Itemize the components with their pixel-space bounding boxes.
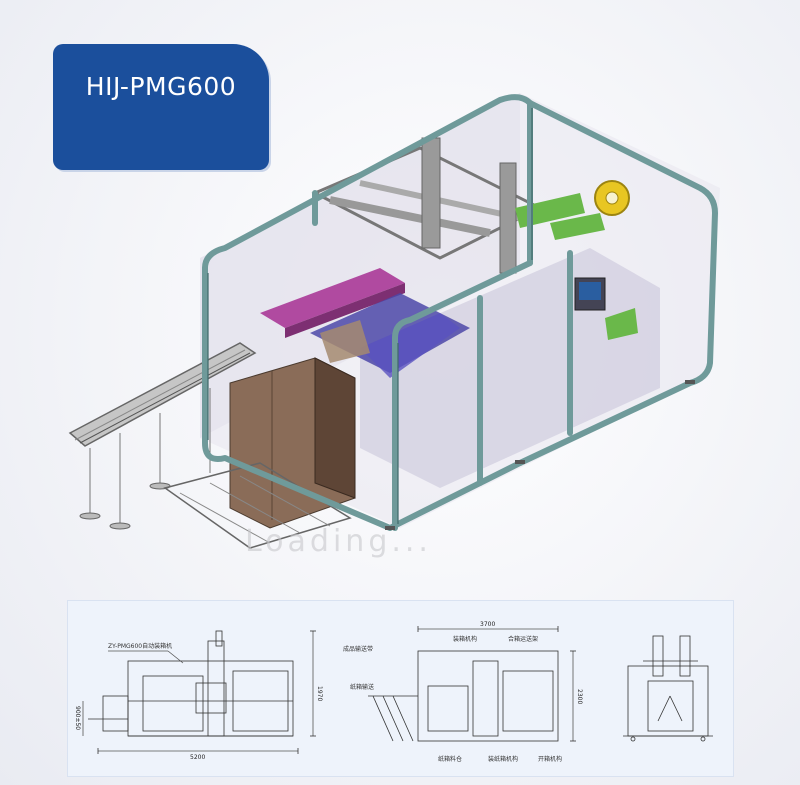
top-view-label: 装箱机构 [453,635,477,643]
top-view-drawing [368,626,576,742]
side-view-drawing [623,635,713,742]
front-view-drawing [82,630,316,754]
front-view-width-dim: 5200 [190,754,205,761]
loading-watermark: Loading... [0,524,800,564]
front-view-side-dim: 900±50 [74,706,81,730]
vertical-actuator [421,137,441,249]
top-view-label: 纸箱料仓 [438,755,462,763]
teal-frame [202,94,718,531]
model-title-badge: HIJ-PMG600 [53,44,269,170]
technical-drawings: ZY-PMG600自动装箱机 5200 1970 900±50 [74,621,713,763]
top-view-label: 成品输送带 [343,645,373,653]
top-view-label: 装纸箱机构 [488,755,518,763]
top-view-label: 纸箱输送 [350,683,374,691]
top-view-label: 开箱机构 [538,755,562,763]
machine-isometric-illustration [68,93,720,549]
watermark-text: Loading... [245,524,432,559]
front-view-model-label: ZY-PMG600自动装箱机 [108,642,172,650]
model-title: HIJ-PMG600 [85,72,237,101]
top-view-width-dim: 3700 [480,621,495,628]
technical-drawings-panel: ZY-PMG600自动装箱机 5200 1970 900±50 [67,600,734,777]
top-view-height-dim: 2300 [576,689,583,704]
front-view-height-dim: 1970 [316,686,323,701]
top-view-label: 合箱运送架 [508,635,538,643]
vertical-actuator [499,162,517,274]
magenta-conveyor [260,268,405,328]
carton-magazine [163,462,352,549]
